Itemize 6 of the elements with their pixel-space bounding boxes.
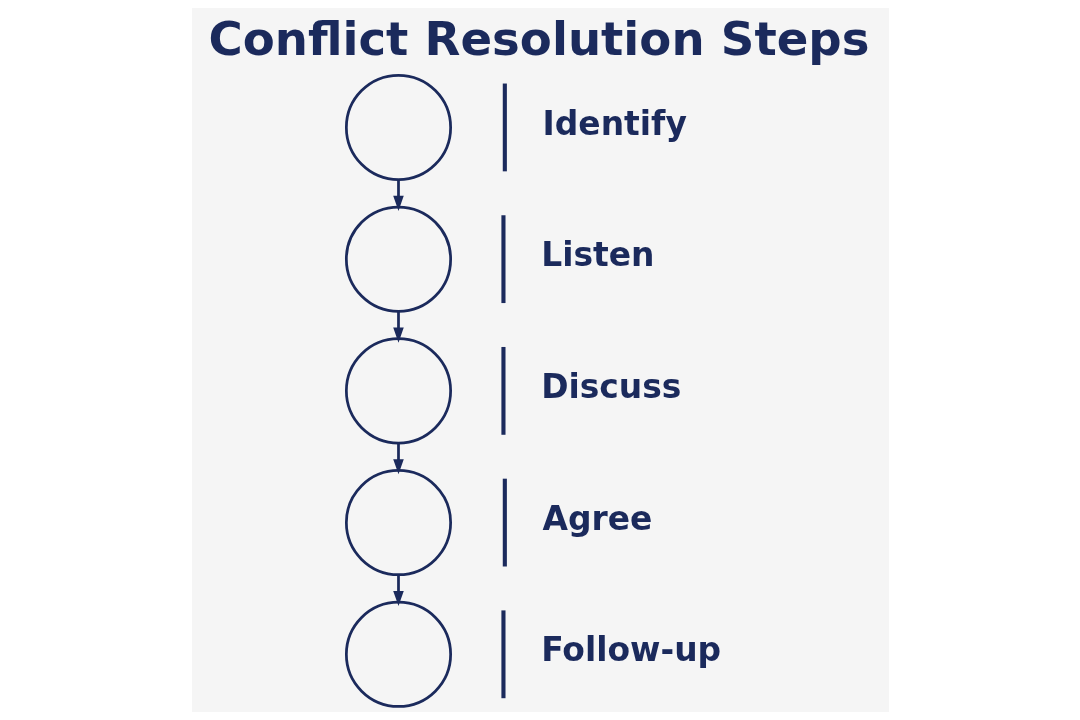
node-label: Listen xyxy=(540,235,654,275)
node-label: Discuss xyxy=(540,367,681,407)
node-label: Agree xyxy=(542,498,652,538)
node-label: Follow-up xyxy=(540,630,721,670)
diagram-title: Conflict Resolution Steps xyxy=(207,11,869,66)
node-label: Identify xyxy=(542,103,687,143)
